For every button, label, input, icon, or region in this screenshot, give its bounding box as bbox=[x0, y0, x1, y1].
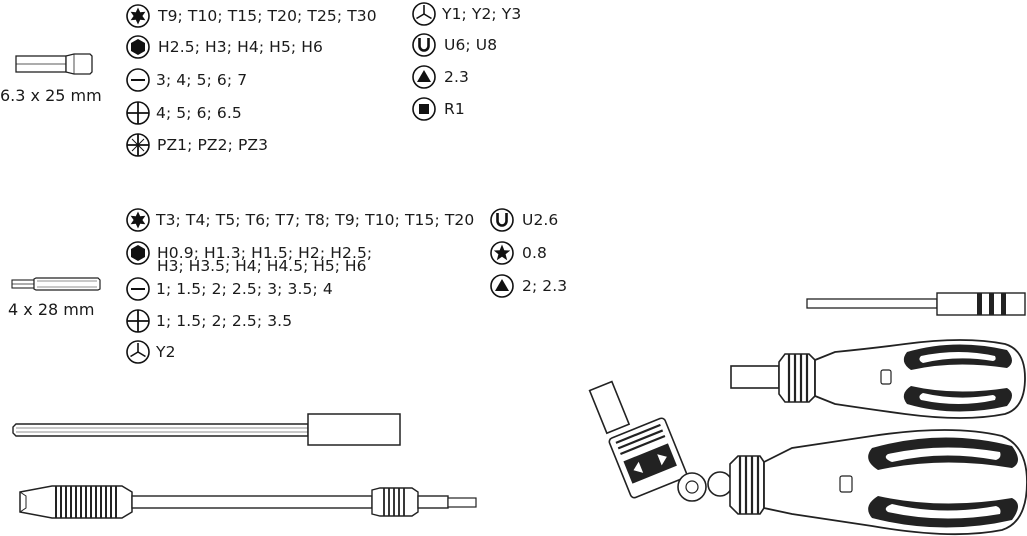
list-item: U6; U8 bbox=[412, 33, 497, 57]
list-item: 4; 5; 6; 6.5 bbox=[126, 101, 242, 125]
list-item: Y1; Y2; Y3 bbox=[412, 2, 521, 26]
list-item-label: U2.6 bbox=[522, 211, 559, 229]
list-item: 1; 1.5; 2; 2.5; 3; 3.5; 4 bbox=[126, 277, 333, 301]
square-icon bbox=[412, 97, 436, 121]
tri-wing-icon bbox=[126, 340, 150, 364]
list-item-label: U6; U8 bbox=[444, 36, 498, 54]
list-item: 3; 4; 5; 6; 7 bbox=[126, 68, 247, 92]
tri-wing-icon bbox=[412, 2, 436, 26]
ratchet-screwdriver-drawing bbox=[725, 330, 1027, 434]
list-item: Y2 bbox=[126, 340, 176, 364]
list-item-label: 1; 1.5; 2; 2.5; 3.5 bbox=[156, 312, 293, 330]
pozidriv-icon bbox=[126, 133, 150, 157]
torx-icon bbox=[126, 4, 150, 28]
bit-large-drawing bbox=[14, 52, 94, 82]
phillips-icon bbox=[126, 101, 150, 125]
list-item-label: 3; 4; 5; 6; 7 bbox=[156, 71, 248, 89]
u-spanner-icon bbox=[412, 33, 436, 57]
bit-small-drawing bbox=[10, 276, 102, 298]
list-item: 2.3 bbox=[412, 65, 469, 89]
hex-icon bbox=[126, 241, 150, 265]
bit-small-caption: 4 x 28 mm bbox=[8, 300, 95, 319]
list-item: T3; T4; T5; T6; T7; T8; T9; T10; T15; T2… bbox=[126, 208, 474, 232]
list-item-label: H2.5; H3; H4; H5; H6 bbox=[158, 38, 323, 56]
list-item-label: Y1; Y2; Y3 bbox=[442, 5, 522, 23]
list-item-label: H0.9; H1.3; H1.5; H2; H2.5; bbox=[157, 244, 373, 262]
list-item: 1; 1.5; 2; 2.5; 3.5 bbox=[126, 309, 292, 333]
star-icon bbox=[490, 241, 514, 265]
list-item-label: T9; T10; T15; T20; T25; T30 bbox=[158, 7, 377, 25]
u-spanner-icon bbox=[490, 208, 514, 232]
torx-icon bbox=[126, 208, 150, 232]
list-item-label: 0.8 bbox=[522, 244, 547, 262]
list-item: T9; T10; T15; T20; T25; T30 bbox=[126, 4, 377, 28]
list-item-label: 2.3 bbox=[444, 68, 469, 86]
extension-shaft-drawing bbox=[12, 478, 482, 532]
slotted-icon bbox=[126, 68, 150, 92]
list-item: H2.5; H3; H4; H5; H6 bbox=[126, 35, 323, 59]
list-item-label: T3; T4; T5; T6; T7; T8; T9; T10; T15; T2… bbox=[156, 211, 475, 229]
list-item-label: 4; 5; 6; 6.5 bbox=[156, 104, 242, 122]
list-item: U2.6 bbox=[490, 208, 558, 232]
small-bit-extension-drawing bbox=[805, 290, 1027, 324]
list-item: R1 bbox=[412, 97, 465, 121]
list-item-label-continued: H3; H3.5; H4; H4.5; H5; H6 bbox=[157, 257, 367, 275]
list-item-label: Y2 bbox=[156, 343, 176, 361]
triangle-icon bbox=[490, 274, 514, 298]
phillips-icon bbox=[126, 309, 150, 333]
slotted-icon bbox=[126, 277, 150, 301]
list-item-label: R1 bbox=[444, 100, 465, 118]
flexible-screwdriver-drawing bbox=[582, 372, 1027, 536]
list-item: H0.9; H1.3; H1.5; H2; H2.5; bbox=[126, 241, 372, 265]
hex-icon bbox=[126, 35, 150, 59]
list-item-label: 2; 2.3 bbox=[522, 277, 568, 295]
list-item-label: 1; 1.5; 2; 2.5; 3; 3.5; 4 bbox=[156, 280, 333, 298]
bit-large-caption: 6.3 x 25 mm bbox=[0, 86, 102, 105]
bit-holder-drawing bbox=[10, 410, 410, 454]
list-item: 0.8 bbox=[490, 241, 547, 265]
list-item-label: PZ1; PZ2; PZ3 bbox=[157, 136, 269, 154]
triangle-icon bbox=[412, 65, 436, 89]
list-item: PZ1; PZ2; PZ3 bbox=[126, 133, 268, 157]
list-item: 2; 2.3 bbox=[490, 274, 567, 298]
